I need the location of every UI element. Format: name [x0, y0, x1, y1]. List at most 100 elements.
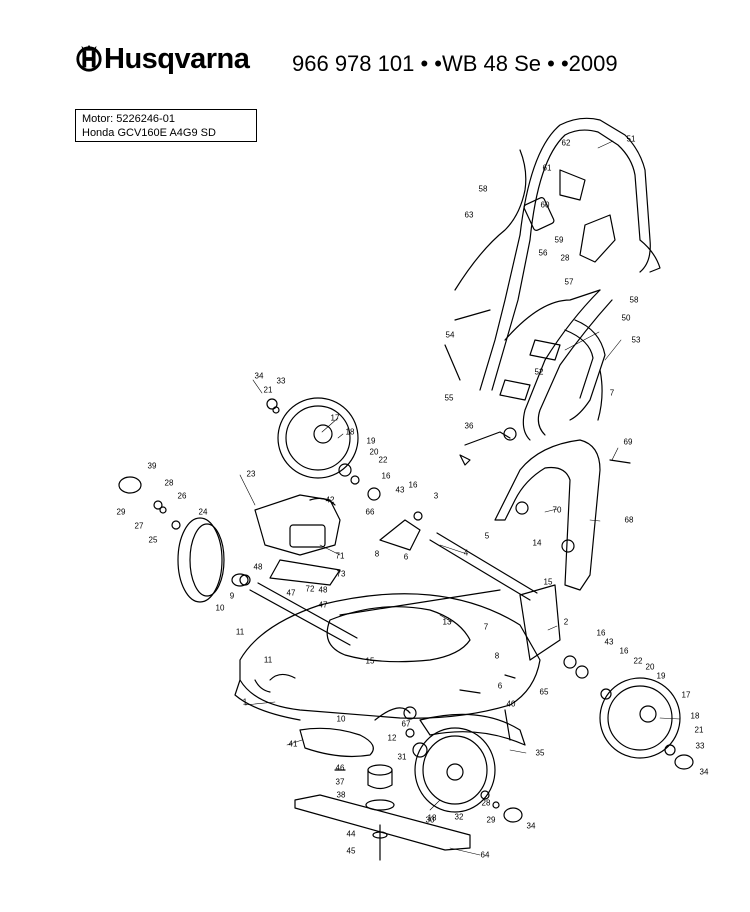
part-number-label: 46	[335, 763, 345, 773]
part-number-label: 31	[397, 752, 407, 762]
part-number-label: 33	[695, 741, 705, 751]
part-number-label: 20	[645, 662, 655, 672]
part-number-label: 15	[365, 656, 375, 666]
part-number-label: 37	[335, 777, 345, 787]
part-number-label: 30	[425, 815, 435, 825]
part-number-label: 25	[148, 535, 158, 545]
gearbox-bracket	[254, 494, 341, 586]
brand-name: Husqvarna	[104, 43, 250, 75]
part-number-label: 12	[387, 733, 397, 743]
part-number-label: 47	[318, 600, 328, 610]
part-number-label: 24	[198, 507, 208, 517]
motor-part-number: Motor: 5226246-01	[82, 113, 175, 125]
part-number-label: 19	[366, 436, 376, 446]
part-number-label: 57	[564, 277, 574, 287]
part-number-label: 50	[621, 313, 631, 323]
part-number-label: 6	[497, 681, 503, 691]
part-number-label: 72	[305, 584, 315, 594]
lower-handle	[504, 289, 613, 441]
part-number-label: 60	[540, 200, 550, 210]
part-number-label: 10	[215, 603, 225, 613]
part-number-label: 16	[619, 646, 629, 656]
part-number-label: 34	[699, 767, 709, 777]
part-number-label: 21	[263, 385, 273, 395]
blade	[294, 794, 471, 851]
part-number-label: 11	[263, 655, 273, 665]
part-number-label: 7	[609, 388, 615, 398]
part-number-label: 67	[401, 719, 411, 729]
hardware	[118, 309, 694, 861]
part-number-label: 53	[631, 335, 641, 345]
part-number-label: 56	[538, 248, 548, 258]
bottom-wheel	[414, 727, 496, 813]
part-number-label: 29	[486, 815, 496, 825]
part-number-label: 21	[694, 725, 704, 735]
part-number-label: 29	[116, 507, 126, 517]
part-number-label: 13	[442, 617, 452, 627]
part-number-label: 20	[369, 447, 379, 457]
part-number-label: 16	[408, 480, 418, 490]
part-number-label: 7	[483, 622, 489, 632]
part-number-label: 43	[604, 637, 614, 647]
wheel-guard	[419, 713, 526, 746]
part-number-label: 28	[560, 253, 570, 263]
part-number-label: 63	[464, 210, 474, 220]
part-number-label: 23	[246, 469, 256, 479]
part-number-label: 8	[494, 651, 500, 661]
part-number-label: 40	[506, 699, 516, 709]
part-number-label: 47	[286, 588, 296, 598]
part-number-label: 14	[532, 538, 542, 548]
right-front-wheel	[599, 677, 681, 759]
part-number-label: 43	[395, 485, 405, 495]
part-number-label: 1	[242, 697, 248, 707]
part-number-label: 18	[690, 711, 700, 721]
part-number-label: 11	[235, 627, 245, 637]
part-number-label: 48	[318, 585, 328, 595]
part-number-label: 10	[336, 714, 346, 724]
part-number-label: 39	[147, 461, 157, 471]
part-number-label: 36	[464, 421, 474, 431]
upper-handle	[479, 117, 661, 391]
leader-lines	[239, 140, 681, 856]
part-number-label: 15	[543, 577, 553, 587]
part-number-label: 8	[374, 549, 380, 559]
part-number-label: 16	[596, 628, 606, 638]
part-number-label: 2	[563, 617, 569, 627]
part-number-label: 73	[336, 569, 346, 579]
top-wheel	[277, 397, 359, 479]
part-number-label: 54	[445, 330, 455, 340]
part-number-label: 16	[381, 471, 391, 481]
part-number-label: 17	[681, 690, 691, 700]
part-number-label: 44	[346, 829, 356, 839]
part-number-label: 34	[254, 371, 264, 381]
part-number-label: 65	[539, 687, 549, 697]
part-number-label: 22	[633, 656, 643, 666]
part-number-label: 58	[478, 184, 488, 194]
part-number-label: 42	[325, 495, 335, 505]
part-number-label: 62	[561, 138, 571, 148]
part-number-label: 27	[134, 521, 144, 531]
axles	[249, 532, 538, 646]
header: Husqvarna 966 978 101 • •WB 48 Se • •200…	[0, 0, 750, 100]
part-number-label: 41	[288, 739, 298, 749]
part-number-label: 48	[253, 562, 263, 572]
motor-engine-model: Honda GCV160E A4G9 SD	[82, 127, 216, 139]
part-number-label: 55	[444, 393, 454, 403]
part-number-label: 28	[481, 798, 491, 808]
control-cable	[454, 149, 527, 291]
part-number-label: 4	[463, 548, 469, 558]
part-number-label: 68	[624, 515, 634, 525]
part-number-label: 19	[656, 671, 666, 681]
rear-left-wheel	[177, 517, 249, 603]
part-number-label: 38	[336, 790, 346, 800]
part-number-label: 61	[542, 163, 552, 173]
part-number-label: 58	[629, 295, 639, 305]
part-number-label: 18	[345, 427, 355, 437]
part-number-label: 3	[433, 491, 439, 501]
part-number-label: 52	[534, 367, 544, 377]
part-number-label: 51	[626, 134, 636, 144]
husqvarna-crown-h-logo-icon	[76, 45, 102, 72]
part-number-label: 18	[427, 813, 437, 823]
